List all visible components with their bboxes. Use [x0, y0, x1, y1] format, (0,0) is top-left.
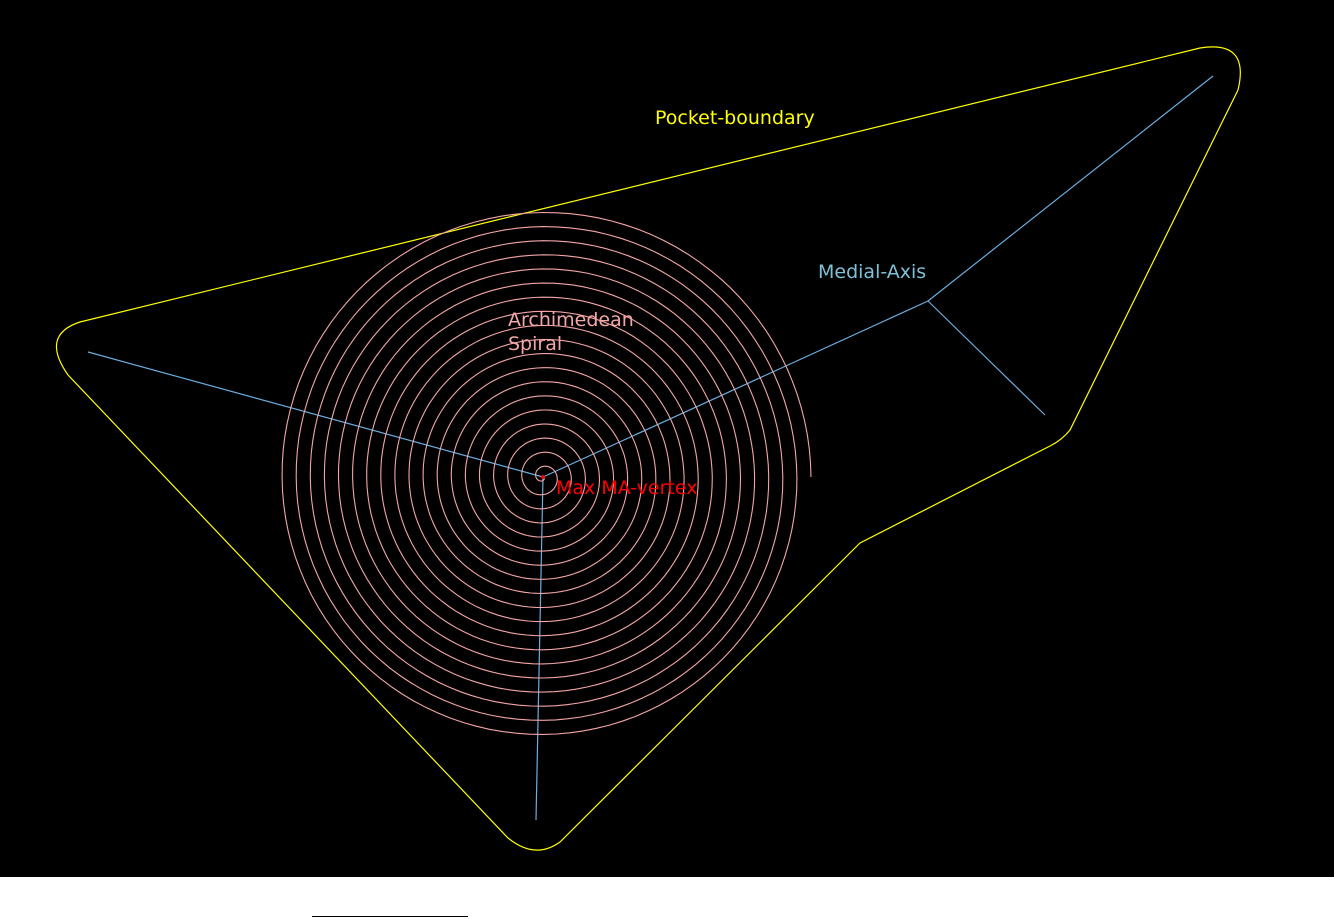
pocket-diagram: Pocket-boundary Medial-Axis Archimedean …: [55, 46, 1241, 851]
diagram-canvas: Pocket-boundary Medial-Axis Archimedean …: [0, 0, 1334, 877]
max-vertex-label: Max MA-vertex: [556, 477, 697, 499]
bottom-panel: [0, 877, 1334, 919]
pocket-boundary-outline: [55, 46, 1241, 851]
spiral-label-line2: Spiral: [508, 333, 562, 355]
medial-axis-label: Medial-Axis: [818, 261, 926, 283]
archimedean-spiral: [281, 211, 812, 735]
bottom-rule: [312, 916, 468, 917]
medial-axis-left-branch: [87, 351, 544, 478]
medial-axis-right-branch: [927, 300, 1046, 416]
medial-axis: [87, 75, 1214, 821]
medial-axis-bottom-branch: [535, 476, 544, 821]
max-vertex-point: [541, 475, 545, 479]
spiral-label-line1: Archimedean: [508, 309, 634, 331]
medial-axis-top-right-branch: [927, 75, 1214, 302]
pocket-boundary-label: Pocket-boundary: [655, 107, 815, 129]
medial-axis-center-branch: [542, 300, 929, 478]
